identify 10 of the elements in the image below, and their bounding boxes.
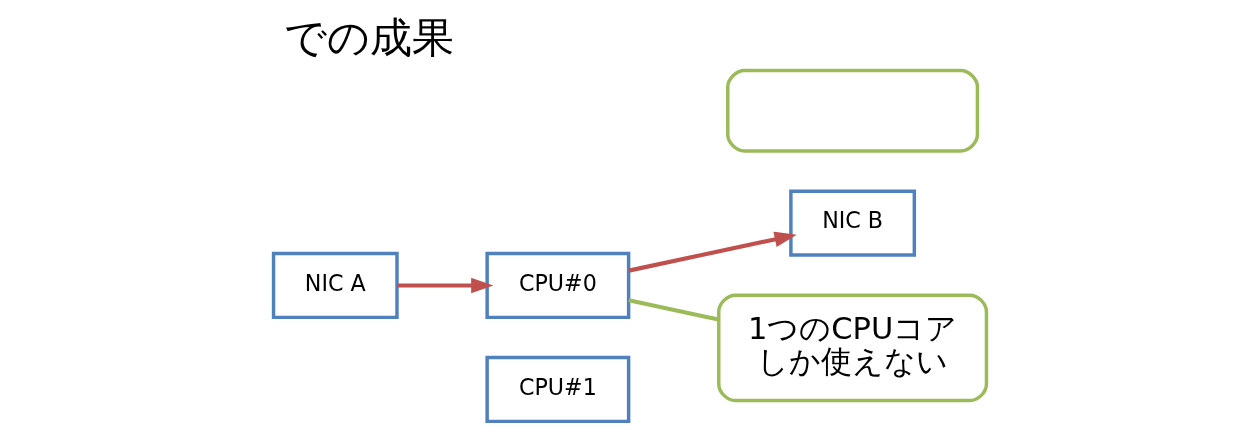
arrow [396, 277, 493, 294]
node-box: 1つのCPUコアしか使えない [716, 293, 988, 403]
node-box: CPU#0 [484, 251, 630, 320]
node-box: NIC B [788, 189, 916, 257]
arrow [627, 231, 797, 273]
connector [627, 298, 719, 322]
diagram-title: での成果 [283, 13, 454, 63]
node-box: CPU#1 [484, 355, 630, 424]
node-box [725, 68, 979, 153]
node-box: NIC A [271, 251, 399, 320]
